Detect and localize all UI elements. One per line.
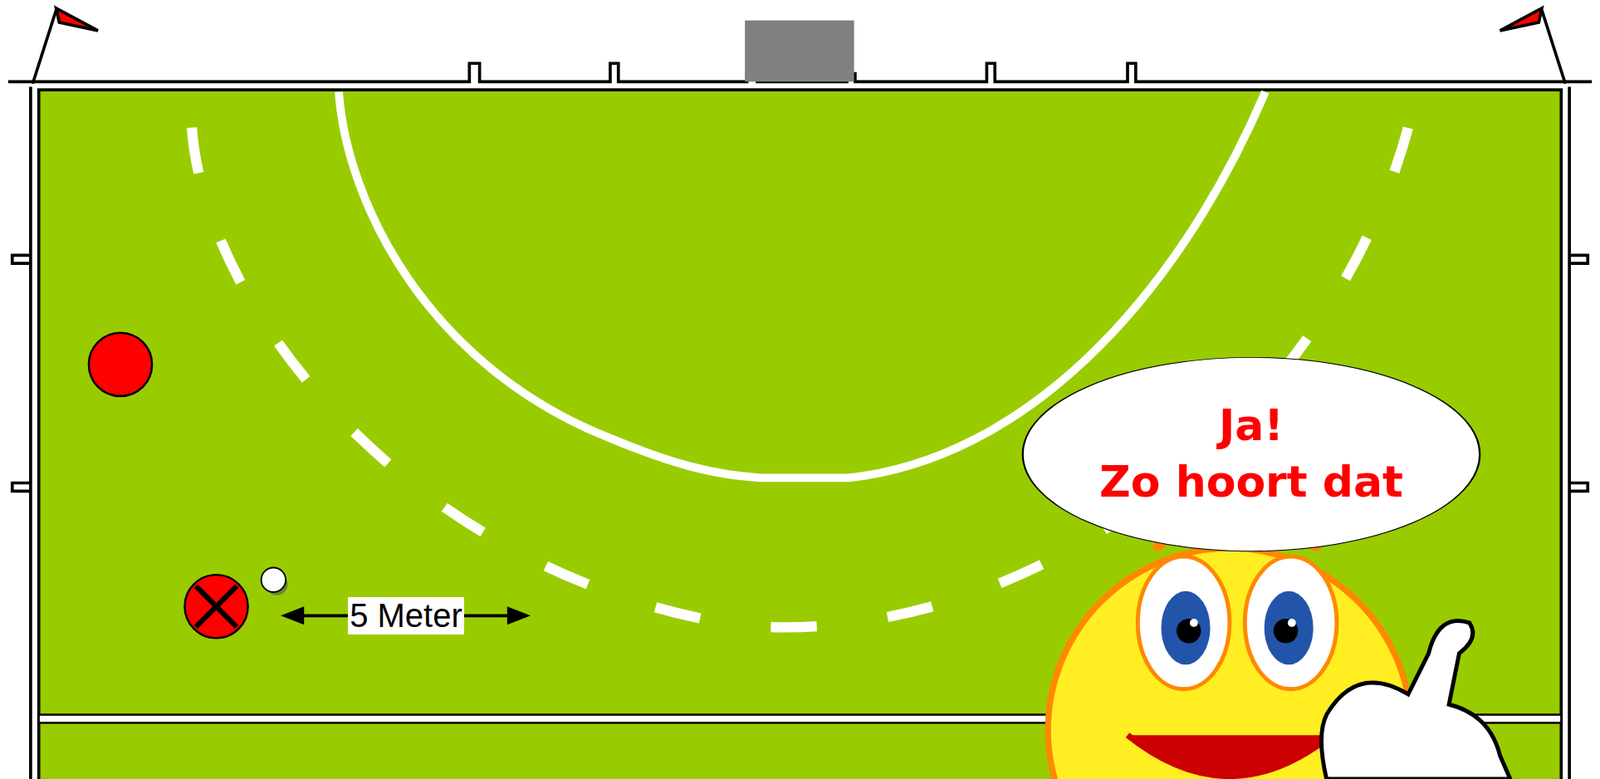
- smiley: [1047, 529, 1511, 779]
- ball: [261, 567, 286, 593]
- player: [88, 332, 152, 397]
- bubble-text: Ja!: [1218, 397, 1284, 455]
- dimension-label: 5 Meter: [347, 596, 465, 635]
- speech-bubble: Ja!Zo hoort dat: [1020, 355, 1483, 553]
- bubble-text: Zo hoort dat: [1099, 454, 1404, 511]
- player-taker: [184, 574, 248, 638]
- bubble-outline: [1020, 355, 1483, 553]
